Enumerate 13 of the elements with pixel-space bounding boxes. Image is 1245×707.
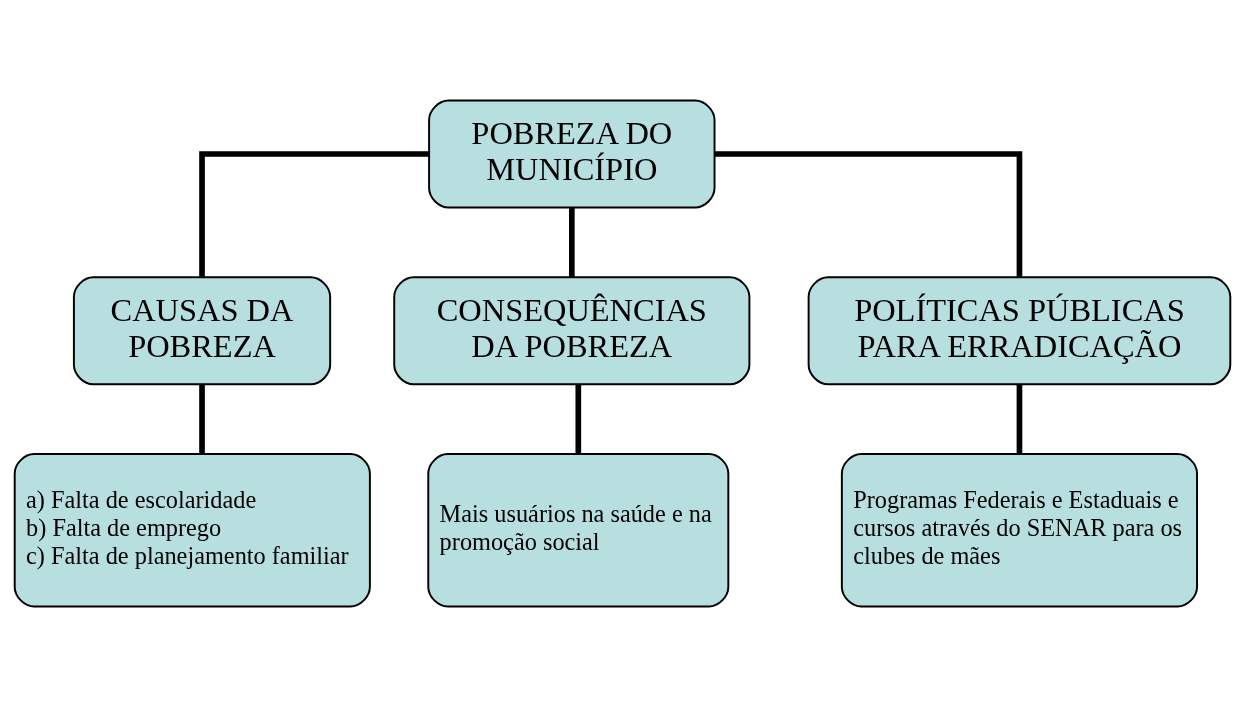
connector: [199, 384, 205, 454]
connector: [569, 208, 575, 278]
node-box: CAUSAS DA POBREZA: [72, 276, 332, 386]
node-box: POLÍTICAS PÚBLICAS PARA ERRADICAÇÃO: [807, 276, 1232, 386]
connector: [199, 151, 429, 277]
node-box: CONSEQUÊNCIAS DA POBREZA: [393, 276, 751, 386]
connector: [575, 384, 582, 454]
connector: [1016, 384, 1023, 454]
node-box: POBREZA DO MUNICÍPIO: [428, 99, 716, 209]
node-box: a) Falta de escolaridade b) Falta de emprego c) Falta de planejamento familiar: [13, 453, 371, 608]
node-box: Mais usuários na saúde e na promoção social: [427, 453, 730, 608]
node-box: Programas Federais e Estaduais e cursos através do SENAR para os clubes de mães: [840, 453, 1199, 608]
connector: [714, 151, 1023, 277]
